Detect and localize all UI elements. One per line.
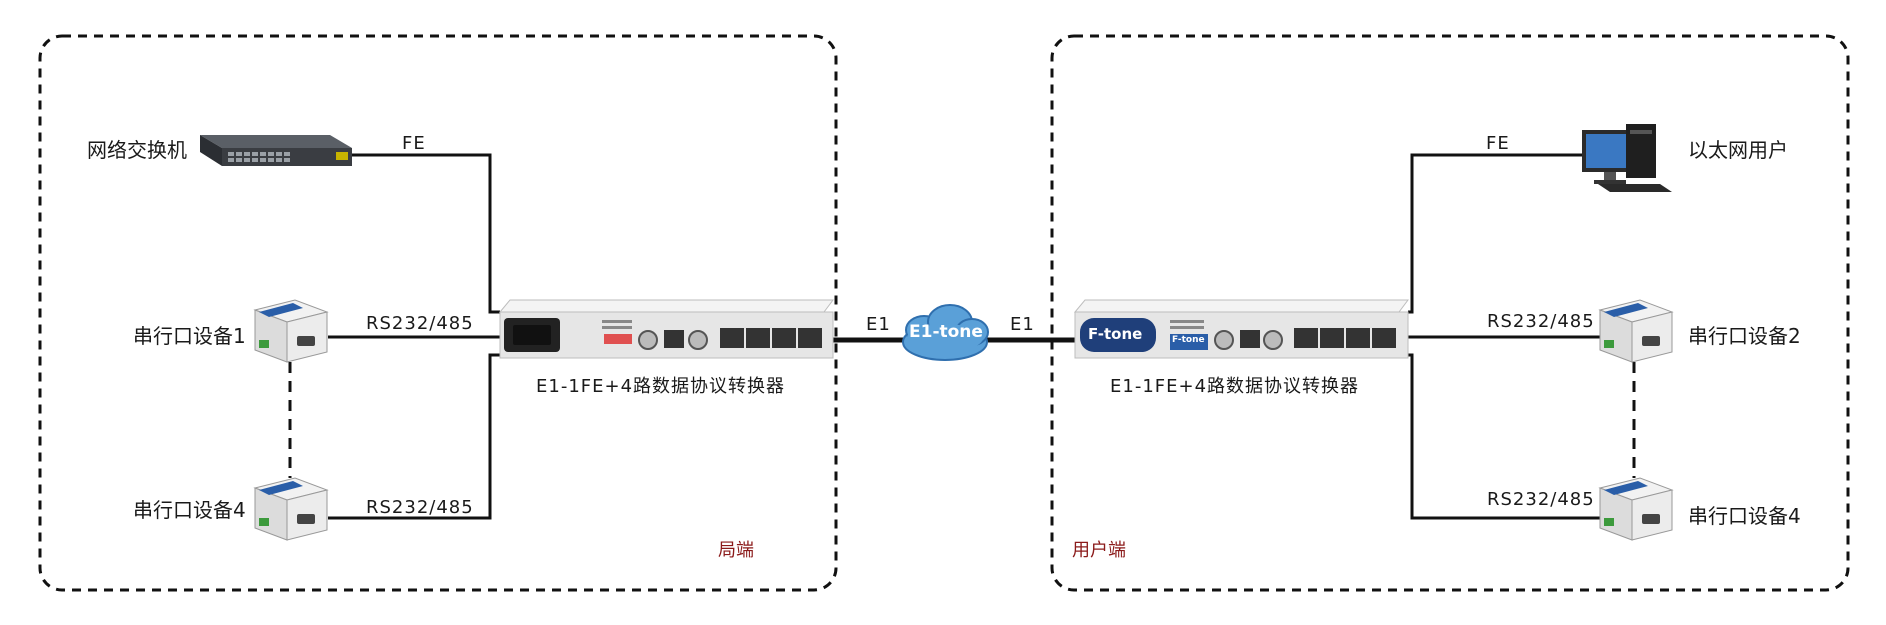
right-zone-label: 用户端 — [1072, 540, 1126, 561]
serial-device-1-label: 串行口设备1 — [133, 324, 246, 348]
right-fe-label: FE — [1486, 133, 1510, 154]
right-converter-brand-badge: F-tone — [1088, 325, 1143, 343]
right-rs-bottom-label: RS232/485 — [1487, 489, 1595, 510]
serial-device-1-icon — [253, 299, 329, 363]
right-converter-device — [1073, 299, 1409, 359]
left-rs-bottom-label: RS232/485 — [366, 497, 474, 518]
serial-device-4-left-label: 串行口设备4 — [133, 498, 246, 522]
switch-label: 网络交换机 — [87, 138, 187, 162]
right-fe-line — [1408, 153, 1582, 314]
desktop-pc-icon — [1582, 124, 1672, 192]
left-zone-border — [38, 34, 838, 592]
left-converter-label: E1-1FE+4路数据协议转换器 — [536, 376, 786, 397]
right-converter-label: E1-1FE+4路数据协议转换器 — [1110, 376, 1360, 397]
serial-device-4-left-icon — [253, 477, 329, 541]
e1-right-label: E1 — [1010, 314, 1035, 335]
network-switch-icon — [200, 135, 352, 166]
left-zone-label: 局端 — [718, 540, 754, 561]
left-converter-device — [498, 299, 834, 359]
serial-device-4-right-label: 串行口设备4 — [1688, 504, 1801, 528]
right-zone-border — [1050, 34, 1850, 592]
pc-label: 以太网用户 — [1688, 138, 1788, 162]
cloud-label: E1-tone — [909, 322, 983, 342]
left-rs-top-label: RS232/485 — [366, 313, 474, 334]
right-rs-bottom-line — [1408, 353, 1600, 520]
serial-device-2-icon — [1598, 299, 1674, 363]
serial-device-4-right-icon — [1598, 477, 1674, 541]
right-converter-brand-small: F-tone — [1172, 335, 1205, 345]
e1-left-label: E1 — [866, 314, 891, 335]
left-fe-label: FE — [402, 133, 426, 154]
right-rs-top-label: RS232/485 — [1487, 311, 1595, 332]
left-rs-bottom-line — [328, 353, 500, 520]
serial-device-2-label: 串行口设备2 — [1688, 324, 1801, 348]
e1-cloud-icon — [902, 304, 989, 361]
left-fe-line — [345, 153, 500, 314]
